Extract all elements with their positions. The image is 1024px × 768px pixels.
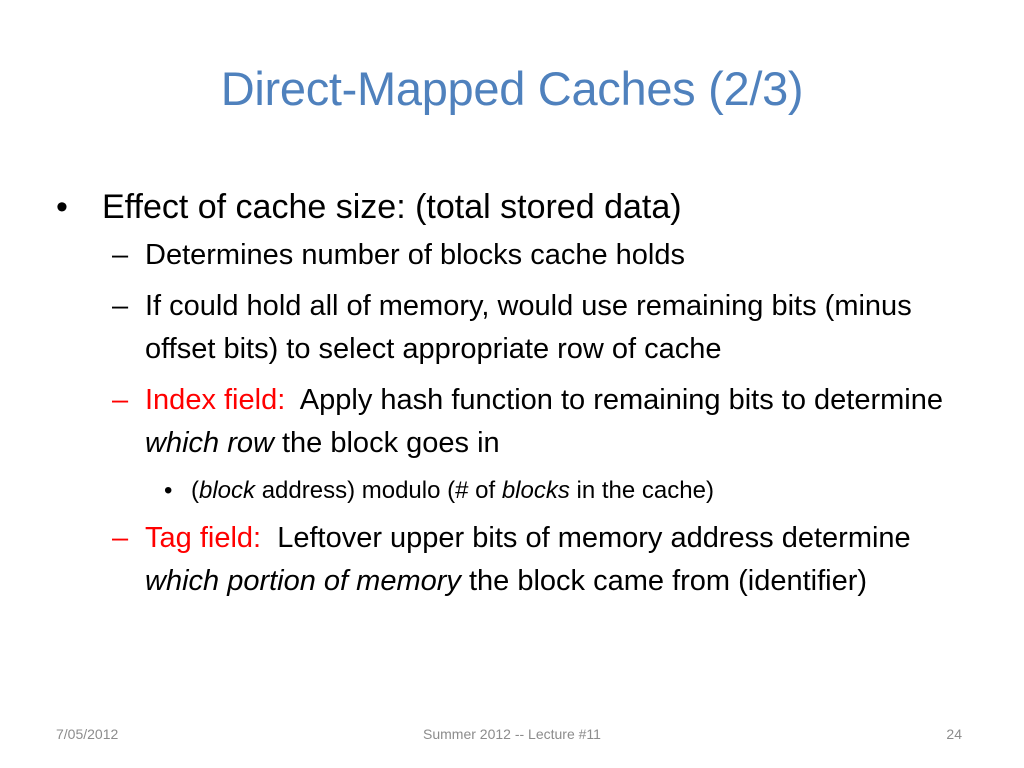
- sub-bullet-blocks: – Determines number of blocks cache hold…: [56, 234, 966, 277]
- sub-bullet-text: Determines number of blocks cache holds: [145, 239, 685, 271]
- modulo-open: (: [191, 477, 199, 504]
- sub-bullet-index-field: – Index field: Apply hash function to re…: [56, 379, 966, 465]
- dash-icon: –: [112, 384, 129, 416]
- slide-title: Direct-Mapped Caches (2/3): [220, 62, 804, 115]
- modulo-end: in the cache): [569, 477, 714, 504]
- sub-bullet-memory: – If could hold all of memory, would use…: [56, 285, 966, 371]
- index-field-text: Apply hash function to remaining bits to…: [299, 384, 943, 416]
- bullet-icon: •: [164, 477, 173, 504]
- dash-icon: –: [112, 522, 129, 554]
- bullet-level1: • Effect of cache size: (total stored da…: [56, 186, 966, 228]
- dash-icon: –: [112, 239, 129, 271]
- modulo-mid: address) modulo (# of: [255, 477, 502, 504]
- modulo-emphasis-blocks: blocks: [501, 477, 570, 504]
- footer-date: 7/05/2012: [56, 726, 119, 742]
- tag-field-label: Tag field:: [145, 522, 262, 554]
- bullet-icon: •: [56, 188, 68, 226]
- index-field-label: Index field:: [145, 384, 286, 416]
- footer-lecture: Summer 2012 -- Lecture #11: [423, 726, 601, 742]
- tag-field-emphasis: which portion of memory: [145, 565, 461, 597]
- sub-bullet-text: If could hold all of memory, would use r…: [145, 290, 912, 365]
- sub-sub-bullet-modulo: • (block address) modulo (# of blocks in…: [56, 473, 966, 509]
- sub-bullet-tag-field: – Tag field: Leftover upper bits of memo…: [56, 517, 966, 603]
- bullet-text: Effect of cache size: (total stored data…: [102, 188, 682, 226]
- index-field-emphasis: which row: [145, 427, 274, 459]
- modulo-emphasis-block: block: [199, 477, 256, 504]
- dash-icon: –: [112, 290, 129, 322]
- tag-field-text: Leftover upper bits of memory address de…: [277, 522, 911, 554]
- tag-field-text-end: the block came from (identifier): [460, 565, 868, 597]
- slide-body: • Effect of cache size: (total stored da…: [56, 186, 966, 611]
- index-field-text-end: the block goes in: [273, 427, 500, 459]
- footer-page-number: 24: [946, 726, 962, 742]
